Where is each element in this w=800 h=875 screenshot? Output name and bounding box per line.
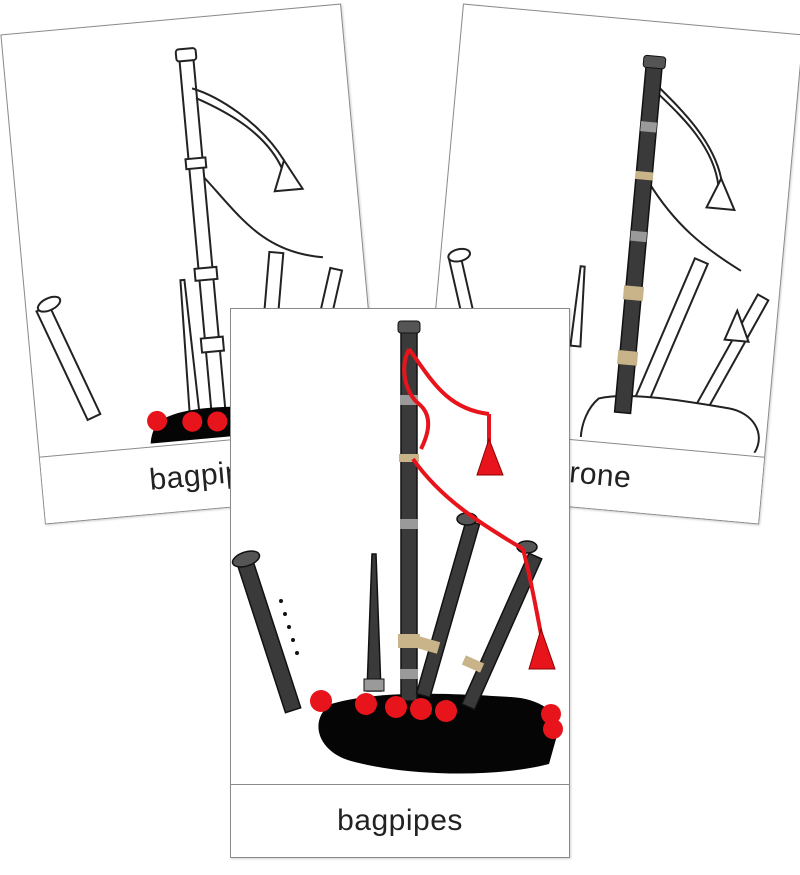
bagpipes-color-illustration bbox=[231, 320, 563, 774]
cords bbox=[402, 347, 543, 635]
chanter bbox=[231, 550, 302, 714]
card-front[interactable]: bagpipes bbox=[230, 308, 570, 858]
card-label-area: bagpipes bbox=[231, 784, 569, 857]
bag bbox=[318, 693, 559, 774]
tall-drone bbox=[397, 320, 421, 702]
card-label: bagpipes bbox=[337, 804, 463, 837]
card-right[interactable]: drone bbox=[418, 3, 800, 525]
